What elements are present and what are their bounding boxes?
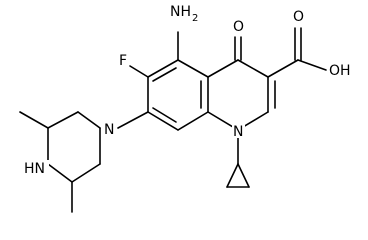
bond [226,163,239,188]
bonds [19,27,327,213]
carbonyl-oxygen-label: O [293,9,304,25]
hydroxyl-label: OH [329,63,351,79]
bond [267,59,299,78]
bond [237,163,250,188]
structure-canvas: NH 2 O O OH F N N HN [19,0,353,213]
bond [71,163,101,183]
amino-subscript: 2 [192,13,198,24]
ketone-oxygen-label: O [233,19,244,35]
bond [237,59,269,78]
fluorine-label: F [119,53,127,69]
bond [129,65,149,78]
piperazine-nitrogen-label: N [104,122,114,138]
chemical-structure: NH 2 O O OH F N N HN [19,0,353,213]
bond [47,163,73,183]
bond [147,59,179,78]
bond [117,111,149,129]
amino-label: NH [170,4,191,20]
bond [152,107,177,123]
bond [147,111,179,131]
bond [77,111,101,129]
ring-nitrogen-label: N [233,124,243,140]
bond [152,67,177,82]
bond [207,59,239,78]
bond [177,111,209,131]
bond [19,111,49,129]
piperazine-nh-label: HN [24,161,45,177]
bond [297,59,327,71]
atom-labels: NH 2 O O OH F N N HN [23,0,353,177]
bond [47,111,79,129]
bond [177,59,209,78]
